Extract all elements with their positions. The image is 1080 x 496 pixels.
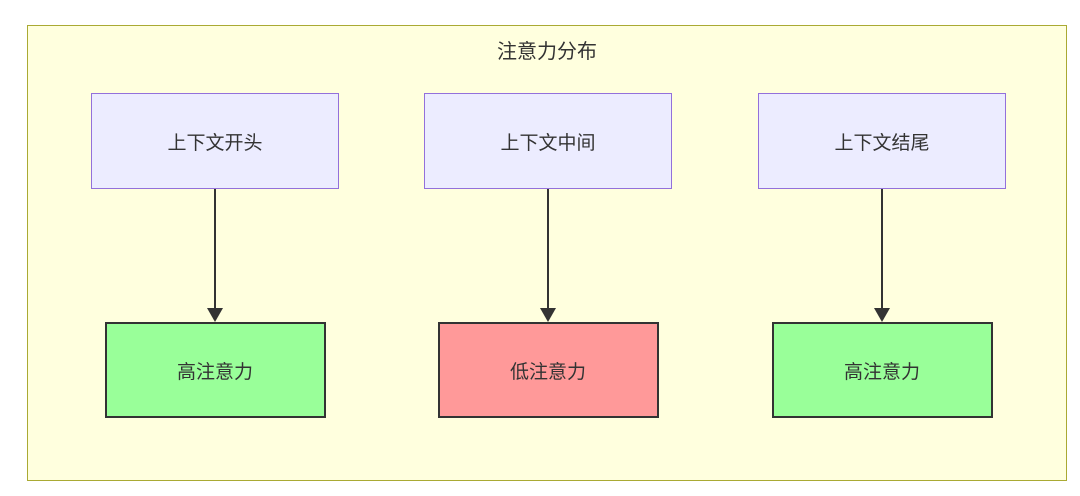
arrow-head — [207, 308, 223, 322]
node-context-end: 上下文结尾 — [758, 93, 1006, 189]
flow-column-context-end: 上下文结尾 高注意力 — [752, 93, 1012, 418]
attention-distribution-cluster: 注意力分布 上下文开头 高注意力 上下文中间 低注意力 上下文结尾 高注意力 — [27, 25, 1067, 481]
node-high-attention-right: 高注意力 — [771, 322, 993, 418]
arrow-down-icon — [540, 189, 556, 322]
node-context-start: 上下文开头 — [91, 93, 339, 189]
arrow-head — [540, 308, 556, 322]
node-low-attention: 低注意力 — [437, 322, 659, 418]
arrow-line — [214, 189, 216, 308]
arrow-line — [881, 189, 883, 308]
node-context-middle: 上下文中间 — [424, 93, 672, 189]
arrow-line — [547, 189, 549, 308]
node-high-attention-left: 高注意力 — [104, 322, 326, 418]
arrow-down-icon — [207, 189, 223, 322]
flow-column-context-start: 上下文开头 高注意力 — [85, 93, 345, 418]
diagram-title: 注意力分布 — [497, 39, 597, 63]
flow-column-context-middle: 上下文中间 低注意力 — [418, 93, 678, 418]
arrow-head — [874, 308, 890, 322]
arrow-down-icon — [874, 189, 890, 322]
